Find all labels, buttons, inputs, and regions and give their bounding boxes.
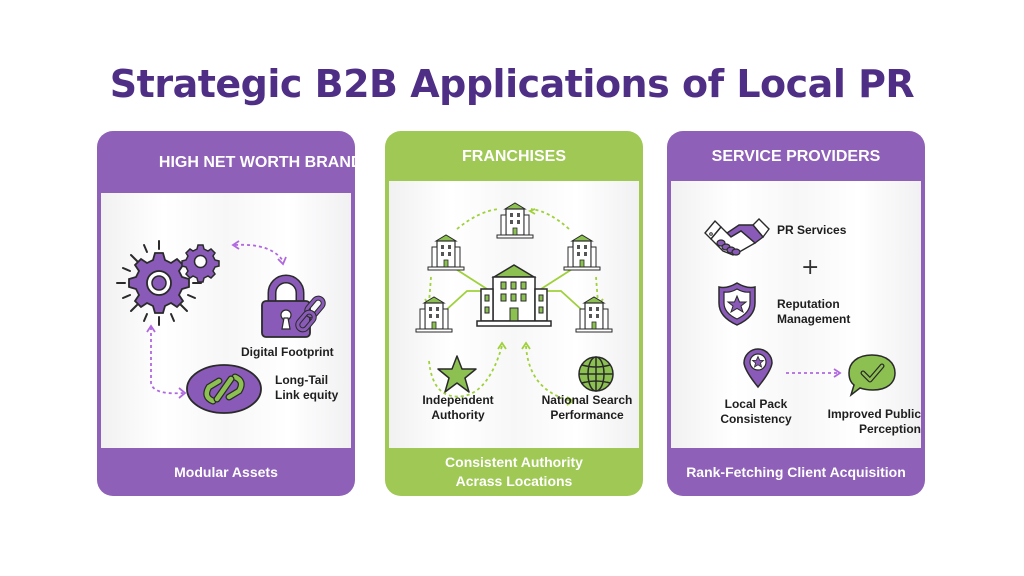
card-footer: Modular Assets (174, 463, 278, 480)
franchise-network (415, 202, 614, 406)
small-building-icon (563, 234, 601, 271)
page-title: Strategic B2B Applications of Local PR (109, 62, 915, 106)
card-body: PR Services + Reputation Management (671, 181, 921, 448)
card-service-providers: SERVICE PROVIDERS PR Services + Reputati… (667, 131, 925, 496)
label-long-tail: Long-Tail Link equity (275, 373, 339, 402)
plus-symbol: + (801, 255, 820, 280)
card-header: SERVICE PROVIDERS (711, 147, 881, 165)
handshake-icon (704, 218, 770, 256)
map-pin-star-icon (743, 348, 773, 389)
label-national-search-performance: National Search Performance (541, 393, 633, 422)
card-body: Digital Footprint Long-Tail Link equity (101, 193, 351, 448)
central-building-icon (476, 264, 552, 327)
card-header: FRANCHISES (461, 147, 566, 165)
label-independent-authority: Independent Authority (422, 393, 494, 422)
padlock-chain-icon (261, 274, 326, 338)
small-building-icon (415, 296, 453, 333)
label-reputation-management: Reputation Management (777, 297, 851, 326)
link-icon (186, 364, 262, 414)
card-footer: Consistent Authority Acrass Locations (445, 454, 583, 489)
shield-star-icon (718, 282, 756, 326)
small-building-icon (496, 202, 534, 239)
card-footer: Rank-Fetching Client Acquisition (686, 463, 906, 480)
card-header: HIGH NET WORTH BRANDS (158, 153, 355, 171)
dotted-arrow-pin-to-bubble (786, 368, 842, 378)
card-franchises: FRANCHISES (385, 131, 643, 496)
label-improved-public-perception: Improved Public Perception (827, 407, 921, 436)
dotted-arrow-gears-to-lock (231, 240, 287, 266)
small-building-icon (427, 234, 465, 271)
card-body: Independent Authority National Search Pe… (389, 181, 639, 448)
gears-icon (116, 240, 220, 326)
card-high-net-worth-brands: HIGH NET WORTH BRANDS (97, 131, 355, 496)
label-digital-footprint: Digital Footprint (241, 345, 334, 359)
globe-icon (578, 356, 614, 392)
star-icon (437, 355, 477, 393)
small-building-icon (575, 296, 613, 333)
dotted-arrow-gears-to-link (146, 324, 187, 399)
speech-bubble-check-icon (848, 354, 896, 398)
label-local-pack-consistency: Local Pack Consistency (720, 397, 792, 426)
label-pr-services: PR Services (777, 223, 847, 237)
